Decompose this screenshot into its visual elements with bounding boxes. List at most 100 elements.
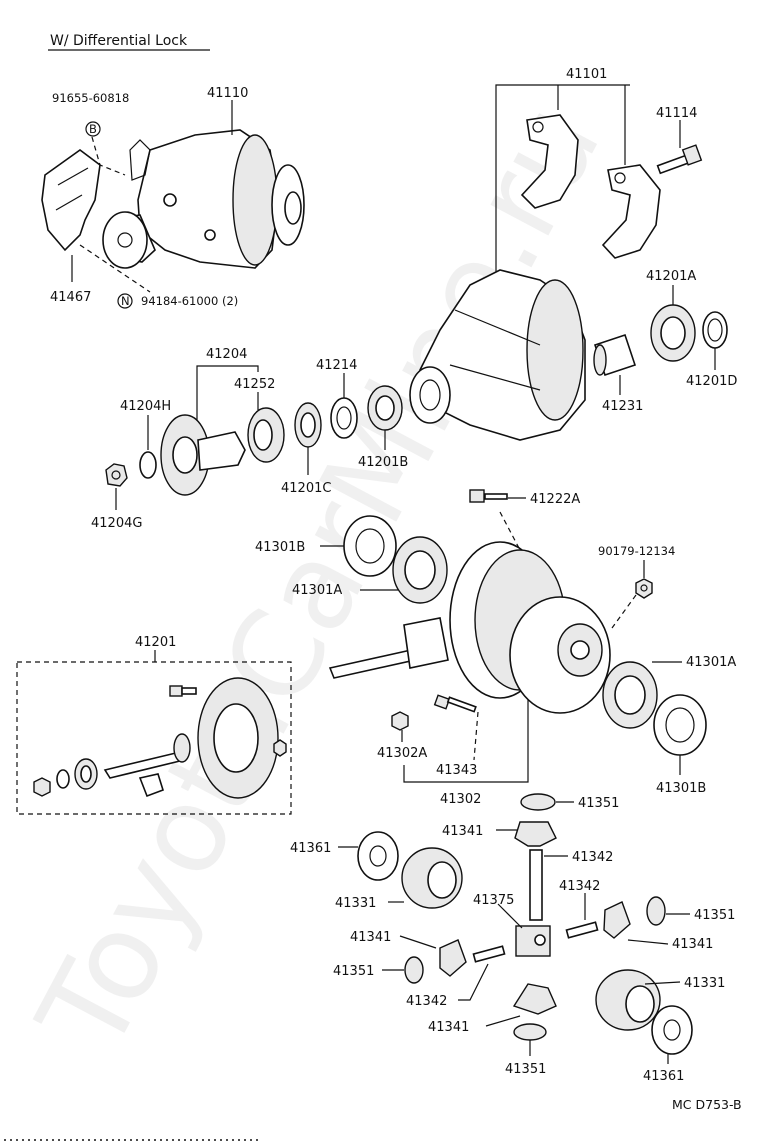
leader-41101 bbox=[495, 84, 630, 290]
label-41341-right: 41341 bbox=[672, 937, 713, 952]
bolt-41343-drawing bbox=[433, 694, 477, 713]
label-41201A-top: 41201A bbox=[646, 269, 696, 284]
label-90179-12134: 90179-12134 bbox=[598, 544, 675, 558]
symbol-n-circle bbox=[117, 293, 133, 309]
nut-41204G-drawing bbox=[105, 463, 128, 487]
leader-91655 bbox=[91, 136, 126, 176]
pinion-41341-top-drawing bbox=[514, 821, 557, 847]
shim-41301B-left-drawing bbox=[343, 515, 397, 577]
label-41343: 41343 bbox=[436, 763, 477, 778]
washer-41351-right-drawing bbox=[646, 896, 666, 926]
label-41201D: 41201D bbox=[686, 374, 737, 389]
label-91655-60818: 91655-60818 bbox=[52, 91, 129, 105]
axle-shaft-drawing bbox=[328, 617, 449, 679]
leader-41343-dash bbox=[473, 711, 479, 761]
label-41214: 41214 bbox=[316, 358, 357, 373]
pinion-41341-bottom-drawing bbox=[512, 983, 557, 1015]
heat-shield-drawing bbox=[41, 149, 101, 252]
bolt-41114-drawing bbox=[656, 144, 703, 175]
symbol-b: B bbox=[89, 122, 97, 136]
label-41467: 41467 bbox=[50, 290, 91, 305]
label-41204: 41204 bbox=[206, 347, 247, 362]
rear-axle-housing-drawing bbox=[102, 129, 305, 269]
bearing-41301A-right-drawing bbox=[602, 661, 658, 729]
label-41361-left: 41361 bbox=[290, 841, 331, 856]
label-41342-top: 41342 bbox=[572, 850, 613, 865]
leader-41342-3 bbox=[458, 963, 489, 1001]
washer-41351-top-drawing bbox=[520, 793, 556, 811]
washer-41361-left-drawing bbox=[357, 831, 399, 881]
label-41204H: 41204H bbox=[120, 399, 171, 414]
nut-90179-drawing bbox=[635, 578, 653, 599]
label-41301B-left: 41301B bbox=[255, 540, 305, 555]
oil-seal-41201D-drawing bbox=[702, 311, 728, 349]
flange-41204-drawing bbox=[160, 414, 246, 496]
bearing-41201B-top-drawing bbox=[367, 385, 403, 431]
washer-41361-right-drawing bbox=[651, 1005, 693, 1055]
sleeve-41231-drawing bbox=[593, 333, 637, 377]
label-94184-61000: 94184-61000 (2) bbox=[141, 294, 238, 308]
label-41201: 41201 bbox=[135, 635, 176, 650]
label-41114: 41114 bbox=[656, 106, 697, 121]
bearing-41201A-drawing bbox=[650, 304, 696, 362]
leader-90179-dash bbox=[611, 594, 637, 629]
label-41201B-top: 41201B bbox=[358, 455, 408, 470]
leader-41341-4 bbox=[627, 939, 669, 945]
symbol-n: N bbox=[121, 294, 130, 308]
bolt-41222A-drawing bbox=[469, 489, 508, 503]
label-41342-bottom: 41342 bbox=[406, 994, 447, 1009]
leader-41204 bbox=[196, 365, 259, 430]
spacer-41214-drawing bbox=[330, 397, 358, 439]
label-41351-left: 41351 bbox=[333, 964, 374, 979]
reference-code: MC D753-B bbox=[672, 1097, 742, 1112]
shaft-41342-right-drawing bbox=[565, 921, 599, 939]
spider-41375-drawing bbox=[515, 925, 551, 957]
bearing-cap-upper-drawing bbox=[520, 114, 579, 209]
label-41342-mid: 41342 bbox=[559, 879, 600, 894]
kit-41201-box bbox=[16, 661, 292, 815]
label-41301B-right: 41301B bbox=[656, 781, 706, 796]
seal-41252-drawing bbox=[247, 407, 285, 463]
label-41101: 41101 bbox=[566, 67, 607, 82]
leader-41341-3 bbox=[485, 1015, 521, 1027]
side-gear-41331-left-drawing bbox=[401, 847, 463, 909]
label-41331-right: 41331 bbox=[684, 976, 725, 991]
label-41341-left: 41341 bbox=[350, 930, 391, 945]
pinion-41341-left-drawing bbox=[439, 939, 467, 977]
bearing-cap-lower-drawing bbox=[601, 164, 661, 259]
bearing-41301A-left-drawing bbox=[392, 536, 448, 604]
leader-41375 bbox=[497, 903, 523, 929]
washer-41351-left-drawing bbox=[404, 956, 424, 984]
label-41301A-left: 41301A bbox=[292, 583, 342, 598]
kit-41201-parts-drawing bbox=[33, 677, 287, 799]
shaft-41342-vertical-drawing bbox=[529, 849, 543, 921]
pinion-41341-right-drawing bbox=[603, 901, 631, 939]
diff-case-drawing bbox=[509, 596, 611, 714]
carrier-housing-drawing bbox=[409, 269, 586, 441]
shim-41301B-right-drawing bbox=[653, 694, 707, 756]
label-41252: 41252 bbox=[234, 377, 275, 392]
label-41361-right: 41361 bbox=[643, 1069, 684, 1084]
washer-41204H-drawing bbox=[139, 451, 157, 479]
leader-41222A-dash bbox=[499, 511, 521, 551]
label-41302A: 41302A bbox=[377, 746, 427, 761]
label-41351-right: 41351 bbox=[694, 908, 735, 923]
label-41375: 41375 bbox=[473, 893, 514, 908]
shaft-41342-left-drawing bbox=[472, 945, 506, 963]
bearing-41201C-drawing bbox=[294, 402, 322, 448]
label-41301A-right: 41301A bbox=[686, 655, 736, 670]
label-41204G: 41204G bbox=[91, 516, 142, 531]
nut-41302A-drawing bbox=[391, 711, 409, 731]
symbol-b-circle bbox=[85, 121, 101, 137]
label-41302: 41302 bbox=[440, 792, 481, 807]
leader-41341-2 bbox=[399, 935, 437, 949]
leader-41331-right bbox=[644, 981, 681, 985]
label-41231: 41231 bbox=[602, 399, 643, 414]
diagram-title: W/ Differential Lock bbox=[50, 33, 188, 49]
label-41341-top: 41341 bbox=[442, 824, 483, 839]
side-gear-41331-right-drawing bbox=[595, 969, 661, 1031]
label-41110: 41110 bbox=[207, 86, 248, 101]
leader-41302 bbox=[403, 700, 529, 783]
label-41331-left: 41331 bbox=[335, 896, 376, 911]
